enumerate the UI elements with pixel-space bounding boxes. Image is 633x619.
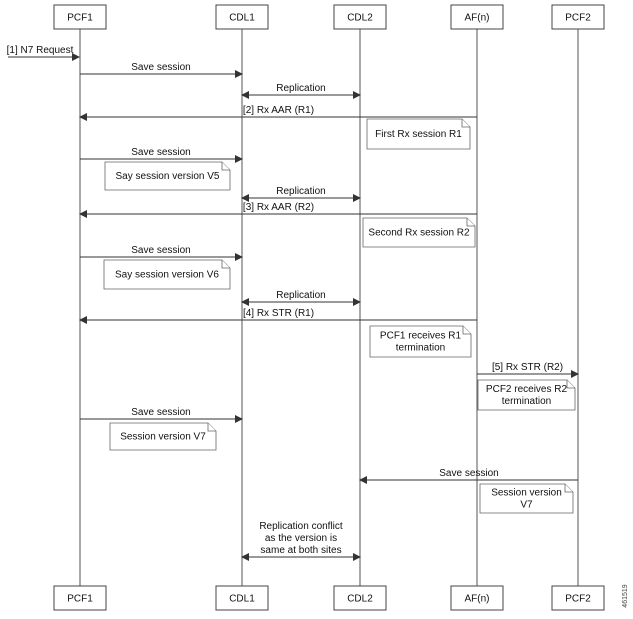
message-label: Save session bbox=[131, 147, 190, 158]
note-fold bbox=[462, 326, 471, 335]
participant-box-cdl1-top bbox=[215, 4, 269, 30]
participant-label-afn-bottom: AF(n) bbox=[465, 594, 490, 605]
participant-label-pcf1-top: PCF1 bbox=[67, 13, 93, 24]
note-fold bbox=[466, 218, 475, 227]
note-text: Session version V7 bbox=[120, 432, 206, 443]
participant-box-pcf2-top bbox=[551, 4, 605, 30]
participant-label-cdl1-top: CDL1 bbox=[229, 13, 255, 24]
participant-box-cdl1-bottom bbox=[215, 585, 269, 611]
note-text: First Rx session R1 bbox=[375, 129, 462, 140]
message-label: [5] Rx STR (R2) bbox=[492, 362, 563, 373]
note-fold bbox=[221, 260, 230, 269]
note-box bbox=[366, 118, 471, 150]
message-label: Save session bbox=[131, 62, 190, 73]
message-label: [1] N7 Request bbox=[7, 45, 74, 56]
participant-box-cdl2-top bbox=[333, 4, 387, 30]
note-text: Say session version V5 bbox=[116, 171, 220, 182]
note-box bbox=[369, 325, 472, 358]
message-label: Replication bbox=[276, 290, 325, 301]
message-label: Save session bbox=[131, 407, 190, 418]
note-box bbox=[109, 422, 217, 451]
message-label: [3] Rx AAR (R2) bbox=[243, 202, 314, 213]
participant-label-pcf2-bottom: PCF2 bbox=[565, 594, 591, 605]
note-fold bbox=[221, 162, 230, 171]
note-box bbox=[362, 217, 476, 248]
note-box bbox=[477, 379, 576, 411]
message-label: [2] Rx AAR (R1) bbox=[243, 105, 314, 116]
participant-box-pcf1-bottom bbox=[53, 585, 107, 611]
participant-label-cdl1-bottom: CDL1 bbox=[229, 594, 255, 605]
participant-box-afn-bottom bbox=[450, 585, 504, 611]
participant-box-pcf1-top bbox=[53, 4, 107, 30]
note-text: Second Rx session R2 bbox=[368, 228, 470, 239]
note-fold bbox=[566, 380, 575, 389]
message-label: Replication bbox=[276, 186, 325, 197]
participant-label-cdl2-bottom: CDL2 bbox=[347, 594, 373, 605]
note-box bbox=[104, 161, 231, 191]
participant-label-pcf2-top: PCF2 bbox=[565, 13, 591, 24]
message-label: Save session bbox=[131, 245, 190, 256]
note-box bbox=[103, 259, 231, 290]
participant-label-pcf1-bottom: PCF1 bbox=[67, 594, 93, 605]
note-fold bbox=[461, 119, 470, 128]
participant-label-cdl2-top: CDL2 bbox=[347, 13, 373, 24]
figure-id: 461519 bbox=[622, 584, 629, 607]
participant-box-cdl2-bottom bbox=[333, 585, 387, 611]
note-text: Say session version V6 bbox=[115, 270, 219, 281]
participant-label-afn-top: AF(n) bbox=[465, 13, 490, 24]
note-fold bbox=[207, 423, 216, 432]
message-label: [4] Rx STR (R1) bbox=[243, 308, 314, 319]
participant-box-pcf2-bottom bbox=[551, 585, 605, 611]
participant-box-afn-top bbox=[450, 4, 504, 30]
note-box bbox=[479, 483, 574, 514]
message-label: Save session bbox=[439, 468, 498, 479]
message-label: Replication bbox=[276, 83, 325, 94]
note-fold bbox=[564, 484, 573, 493]
